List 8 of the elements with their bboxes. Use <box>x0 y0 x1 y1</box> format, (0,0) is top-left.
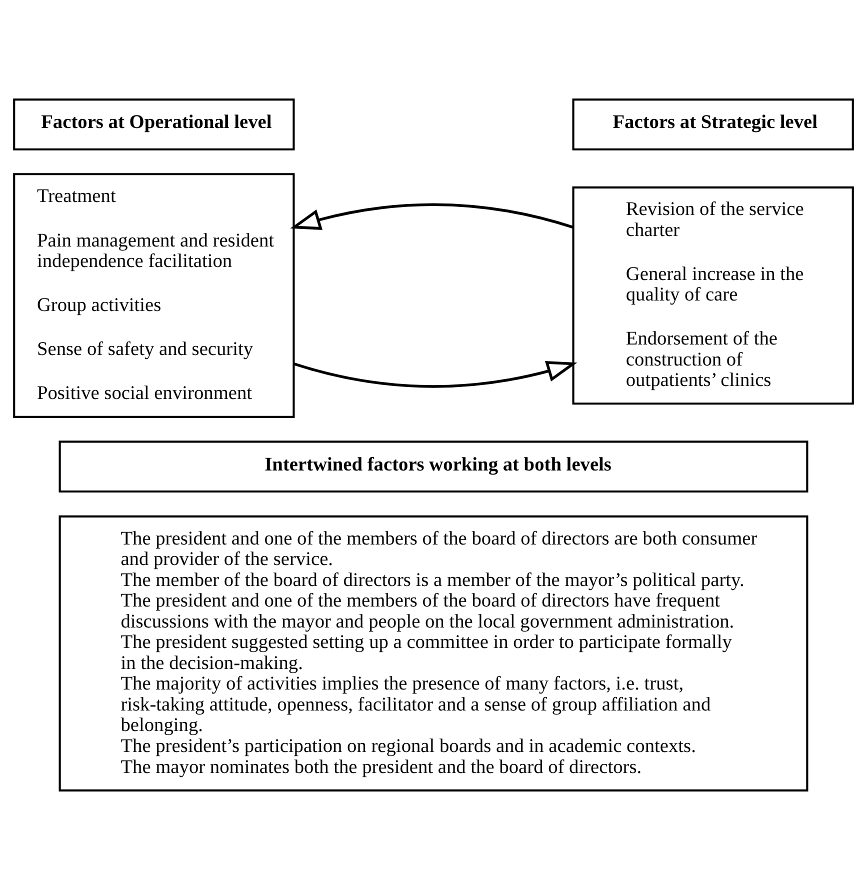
node-box: Intertwined factors working at both levels <box>58 440 808 492</box>
node-box: Revision of the service charter General increase in the quality of care Endorsement of the construction of outpatients’ clinics <box>572 186 854 404</box>
node-box: Treatment Pain management and resident independence facilitation Group activities Sense of safety and security Positive social environment <box>13 172 295 418</box>
node-box: Factors at Operational level <box>13 98 295 150</box>
arrow <box>294 360 578 388</box>
node-box: Factors at Strategic level <box>572 98 854 150</box>
node-box: The president and one of the members of the board of directors are both consumer and provider of the service. The member of the board of directors is a member of the mayor’s political party. The president and one of the members of the board of directors have frequent discussions with the mayor and people on the local government administration. The president suggested setting up a committee in order to participate formally in the decision-making. The majority of activities implies the presence of many factors, i.e. trust, risk-taking attitude, openness, facilitator and a sense of group affiliation and belonging. The president’s participation on regional boards and in academic contexts. The mayor nominates both the president and the board of directors. <box>58 514 808 791</box>
arrow <box>290 202 574 230</box>
